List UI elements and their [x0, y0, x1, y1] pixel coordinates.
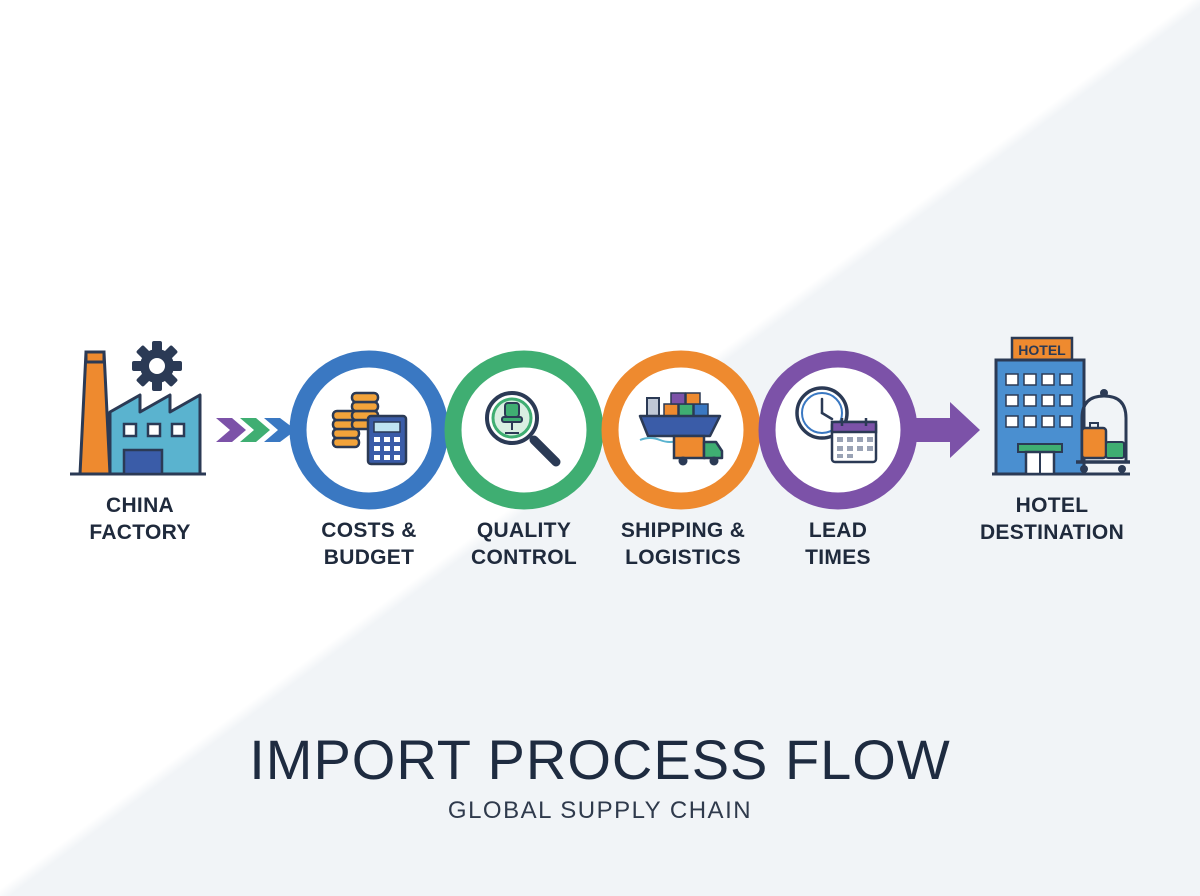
clock-calendar-icon	[795, 386, 878, 464]
label-china-factory: CHINA FACTORY	[89, 494, 191, 544]
label-shipping-logistics: SHIPPING & LOGISTICS	[620, 519, 746, 569]
label-quality-control: QUALITY CONTROL	[471, 519, 577, 569]
flow-arrow-to-hotel	[915, 402, 980, 458]
ship-truck-icon	[638, 392, 724, 466]
magnifier-chair-icon	[485, 391, 561, 467]
factory-icon	[70, 341, 206, 476]
luggage-cart-icon	[1076, 389, 1130, 473]
flow-arrow-chevrons	[216, 418, 296, 442]
coins-calculator-icon	[331, 391, 408, 466]
gear-icon	[132, 341, 182, 391]
label-lead-times: LEAD TIMES	[805, 519, 871, 569]
label-costs-budget: COSTS & BUDGET	[321, 519, 417, 569]
label-hotel-destination: HOTEL DESTINATION	[979, 494, 1125, 544]
diagram-title: IMPORT PROCESS FLOW	[249, 728, 951, 791]
diagram-subtitle: GLOBAL SUPPLY CHAIN	[447, 797, 753, 824]
hotel-sign-text: HOTEL	[1018, 342, 1066, 358]
hotel-icon: HOTEL	[992, 336, 1130, 476]
